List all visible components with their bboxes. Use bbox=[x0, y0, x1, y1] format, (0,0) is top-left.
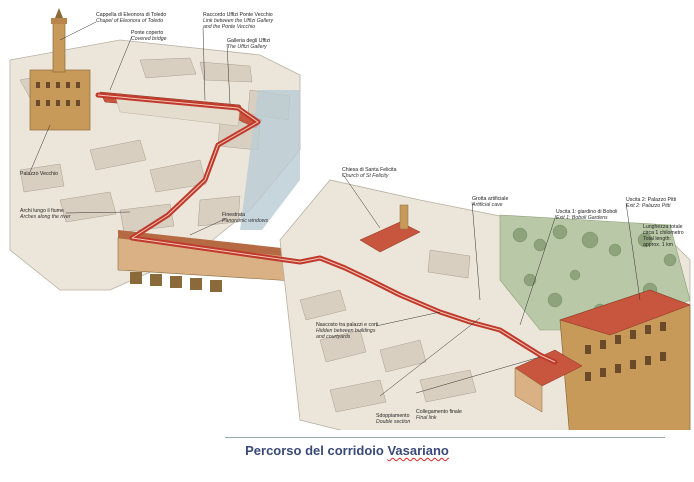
label-ponte-coperto: Ponte coperto Covered bridge bbox=[131, 30, 167, 42]
label-nascosto: Nascosto tra palazzi e corti Hidden betw… bbox=[316, 322, 379, 340]
label-grotta: Grotta artificiale Artificial cave bbox=[472, 196, 509, 208]
label-uscita-2: Uscita 2: Palazzo Pitti Exit 2: Palazzo … bbox=[626, 197, 677, 209]
label-uscita-1: Uscita 1: giardino di Boboli Exit 1: Bob… bbox=[556, 209, 618, 221]
label-finestrata: Finestrata Panoramic windows bbox=[222, 212, 269, 224]
label-sdoppiamento: Sdoppiamento Double section bbox=[376, 413, 411, 425]
label-cappella: Cappella di Eleonora di Toledo Chapel of… bbox=[96, 12, 167, 24]
right-city-block bbox=[279, 179, 691, 430]
label-lunghezza: Lunghezza totale circa 1 chilometro Tota… bbox=[643, 224, 684, 248]
caption-last-word: Vasariano bbox=[387, 443, 449, 458]
caption-main: Percorso del corridoio bbox=[245, 443, 384, 458]
leader-lines bbox=[29, 21, 641, 397]
caption-rule bbox=[225, 437, 665, 438]
aerial-map bbox=[9, 8, 691, 430]
label-archi: Archi lungo il fiume Arches along the ri… bbox=[20, 208, 71, 220]
figure-caption: Percorso del corridoio Vasariano bbox=[0, 443, 694, 458]
label-raccordo: Raccordo Uffizi Ponte Vecchio Link betwe… bbox=[203, 12, 274, 30]
label-galleria: Galleria degli Uffizi The Uffizi Gallery bbox=[227, 38, 271, 50]
left-city-block bbox=[9, 8, 311, 292]
label-palazzo-vecchio: Palazzo Vecchio bbox=[20, 171, 59, 177]
label-chiesa: Chiesa di Santa Felicita Church of St Fe… bbox=[342, 167, 397, 179]
label-collegamento: Collegamento finale Final link bbox=[416, 409, 462, 421]
